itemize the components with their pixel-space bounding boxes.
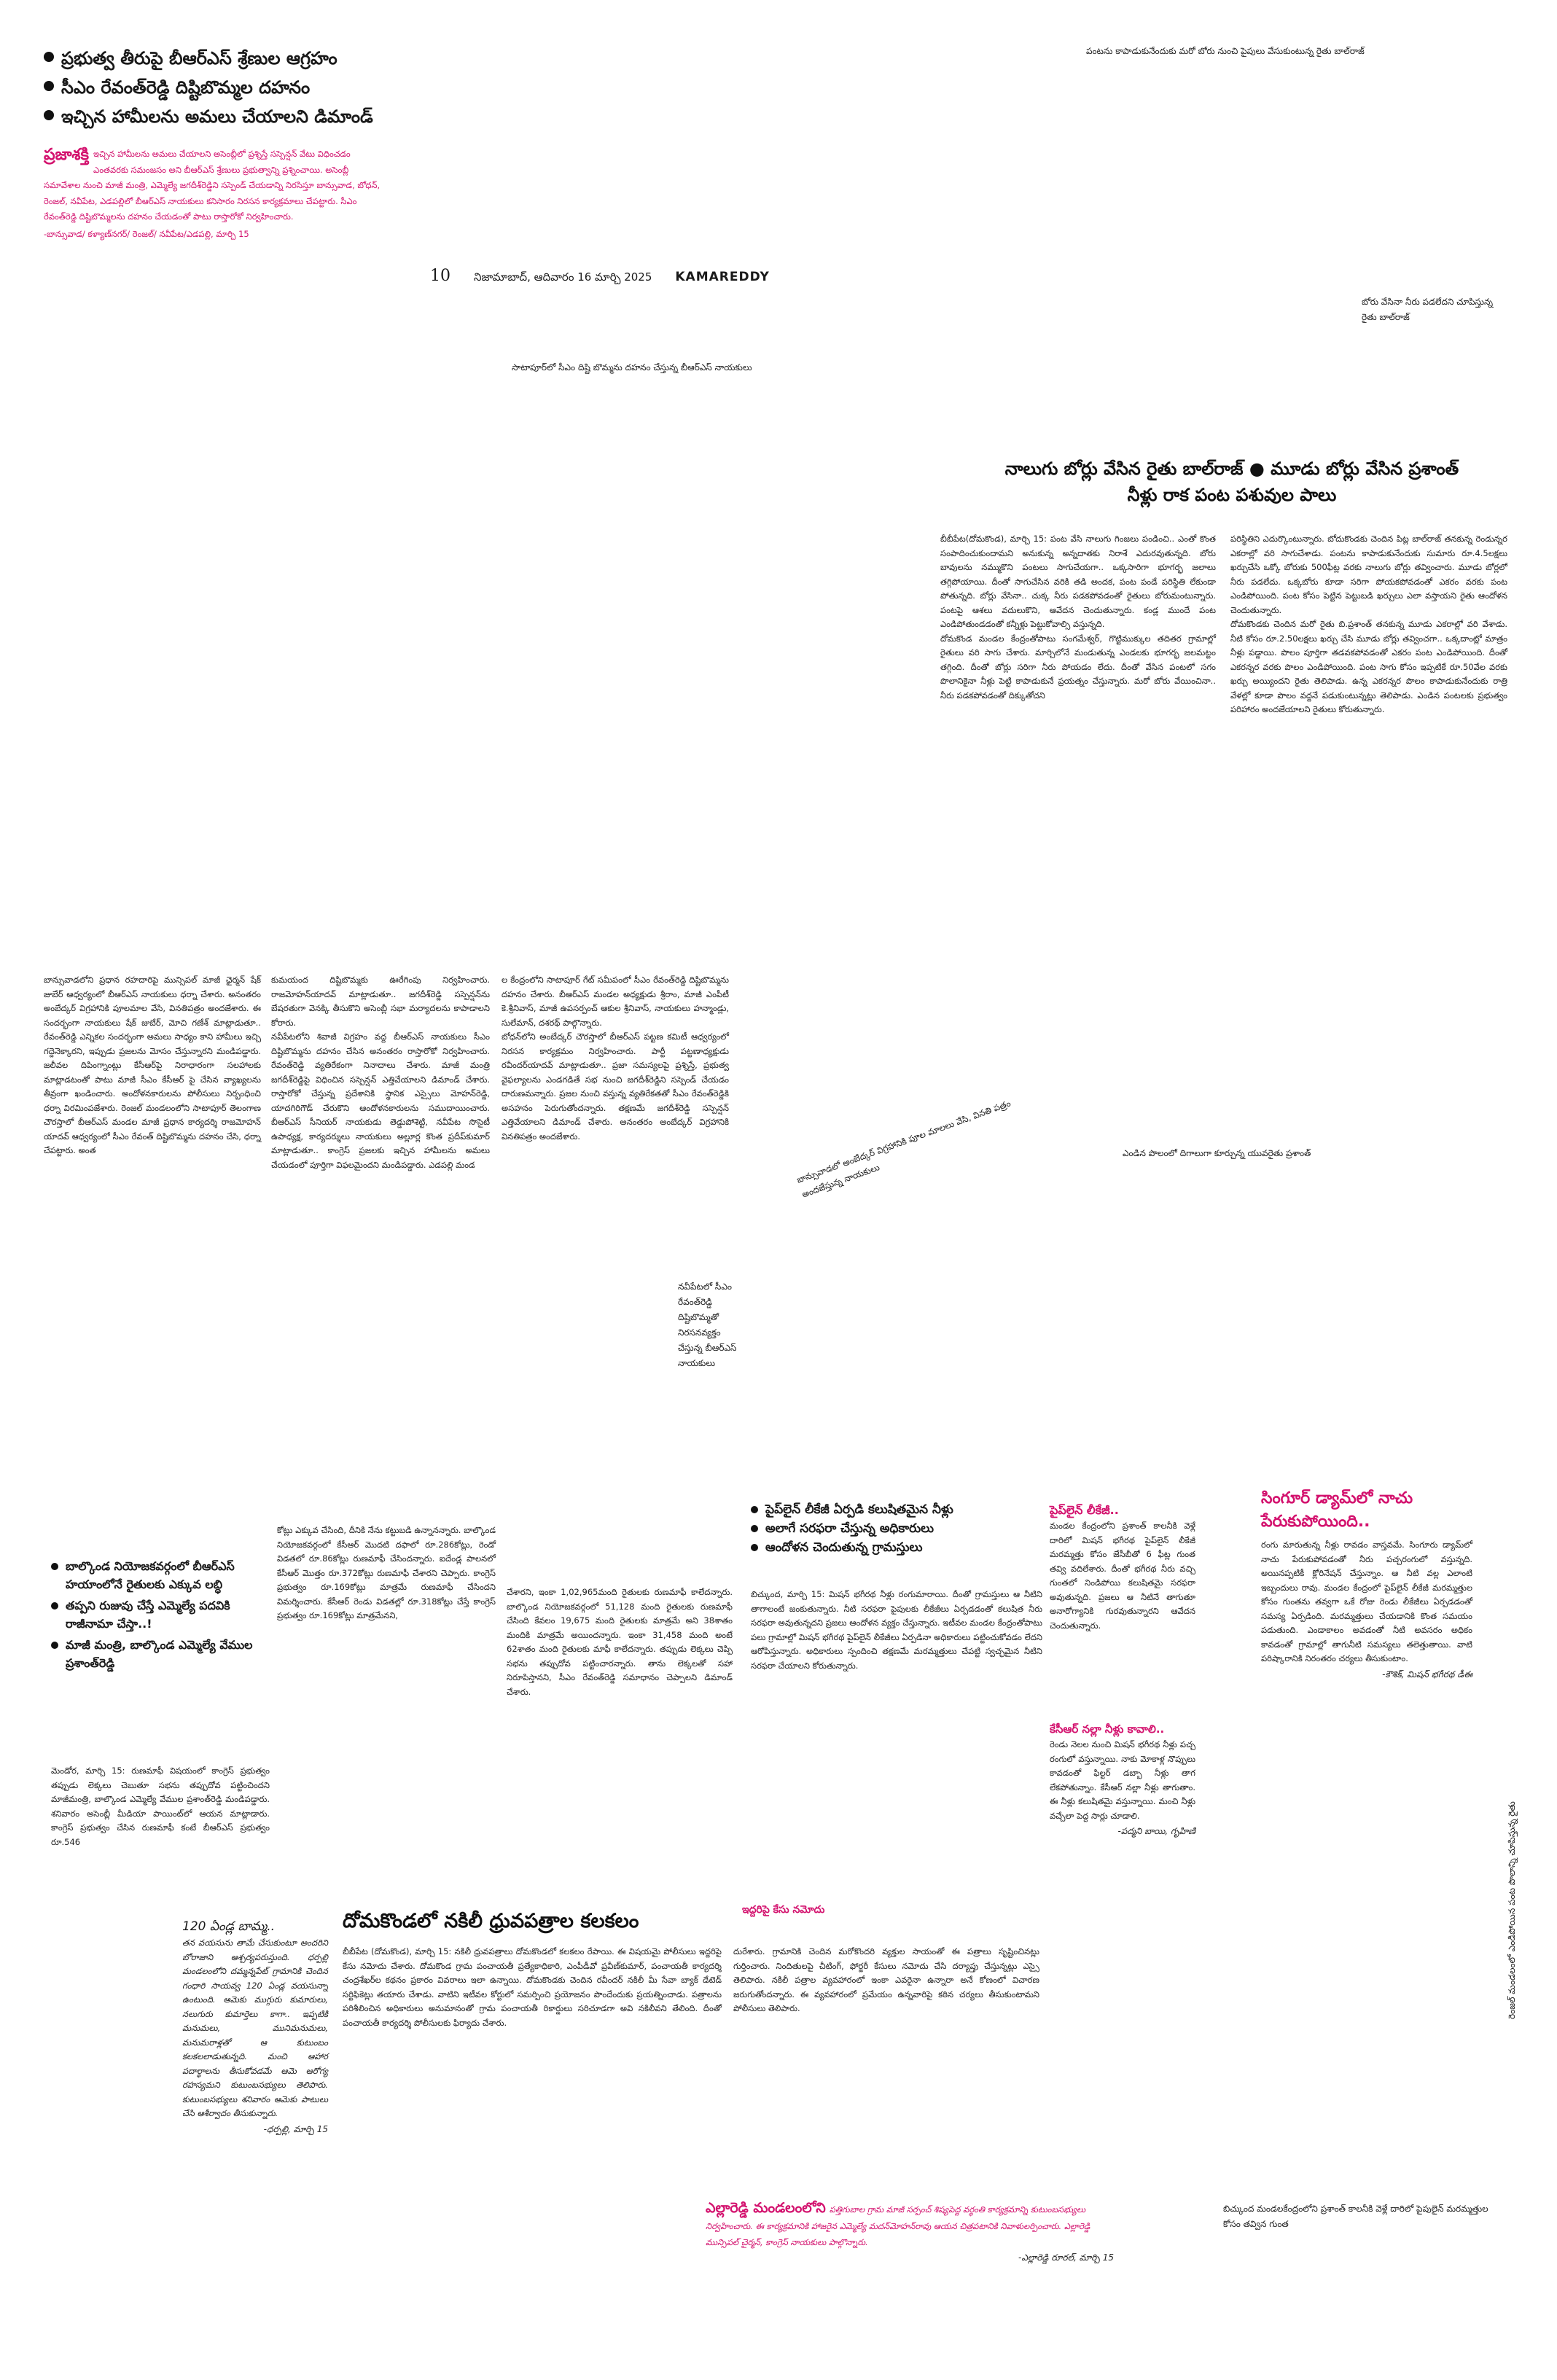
bullet-icon [51,1563,58,1570]
dateline: నిజామాబాద్, ఆదివారం 16 మార్చి 2025 [474,270,652,284]
subheadline: నీళ్లు రాక పంట పశువుల పాలు [1127,485,1337,505]
bullet-item: పైప్‌లైన్ లీకేజీ ఏర్పడి కలుషితమైన నీళ్లు [751,1500,1093,1519]
article-column: బాన్సువాడలోని ప్రధాన రహదారిపై మున్సిపల్ … [44,975,264,1155]
yellareddy-headline: ఎల్లారెడ్డి మండలంలోని [706,2200,826,2216]
bullet-item: అలాగే సరఫరా చేస్తున్న అధికారులు [751,1519,1093,1538]
article-column: ల కేంద్రంలోని సాటాపూర్ గేట్ సమీపంలో సీఎం… [502,975,730,1142]
bullet-text: ఆందోళన చెందుతున్న గ్రామస్తులు [765,1540,923,1555]
grandma-headline: 120 ఏండ్ల బామ్మ.. [182,1919,276,1934]
side-headline: పైప్‌లైన్ లీకేజీ.. [1050,1503,1119,1517]
yellareddy-text: పత్తిగుబాల గ్రామ మాజీ సర్పంచ్ శిష్యపెద్ద… [706,2204,1090,2247]
bullet-icon [51,1642,58,1649]
bullet-item: బాల్కొండ నియోజకవర్గంలో బీఆర్ఎస్ హయాంలోనే… [51,1557,270,1593]
article-column: కుమయంద దిష్టిబొమ్మకు ఊరేగింపు నిర్వహించా… [271,975,490,1170]
article-column: కోట్లు ఎక్కువ చేసింది, దీనికి నేను కట్టు… [277,1525,499,1620]
headline-part: నాలుగు బోర్లు వేసిన రైతు బాల్‌రాజ్ [1004,459,1244,479]
grandma-story: 120 ఏండ్ల బామ్మ.. తన వయసును తామే చేసుకుం… [182,1917,328,2137]
bullet-item: ఇచ్చిన హామీలను అమలు చేయాలని డిమాండ్ [44,104,423,130]
singur-headline: సింగూర్ డ్యామ్‌లో నాచు పేరుకుపోయింది.. [1261,1489,1413,1531]
yellareddy-story: ఎల్లారెడ్డి మండలంలోని పత్తిగుబాల గ్రామ మ… [706,2198,1114,2265]
bullet-text: తప్పని రుజువు చేస్తే ఎమ్మెల్యే పదవికి రా… [66,1599,230,1631]
bullet-item: ఆందోళన చెందుతున్న గ్రామస్తులు [751,1538,1093,1557]
bullet-text: అలాగే సరఫరా చేస్తున్న అధికారులు [765,1521,934,1536]
edition-name: KAMAREDDY [675,270,770,284]
singur-text: రంగు మారుతున్న నీళ్లు రావడం వాస్తవమే. సి… [1261,1540,1475,1663]
bullet-item: తప్పని రుజువు చేస్తే ఎమ్మెల్యే పదవికి రా… [51,1596,270,1633]
article-column: చేశారని, ఇంకా 1,02,965మంది రైతులకు రుణమా… [507,1587,735,1697]
bullet-text: సీఎం రేవంత్‌రెడ్డి దిష్టిబొమ్మల దహనం [61,77,311,98]
photo-caption: నవీపేటలో సీఎం రేవంత్‌రెడ్డి దిష్టిబొమ్మత… [678,1281,737,1368]
article-column: బీబీపేట (దోమకొండ), మార్చి 15: నకిలీ ధ్రు… [343,1946,725,2028]
page-header: 10 నిజామాబాద్, ఆదివారం 16 మార్చి 2025 KA… [430,267,809,286]
bullet-text: ప్రభుత్వ తీరుపై బీఆర్ఎస్ శ్రేణుల ఆగ్రహం [61,48,337,69]
singur-credit: -కౌశిక్, మిషన్ భగీరథ డీఈ [1382,1669,1472,1679]
bullet-icon [751,1544,758,1551]
side-text: మండల కేంద్రంలోని ప్రశాంత్ కాలనీకి వెళ్లే… [1050,1521,1198,1631]
photo-caption-rotated: బాన్సువాడలో అంబేద్కర్ విగ్రహానికి పూల మా… [795,1098,1012,1200]
bullet-icon [751,1525,758,1532]
story-credit: -బాన్సువాడ/ కళ్యాణ్‌నగర్/ రెంజల్/ నవీపేట… [44,228,249,239]
grandma-credit: -ధర్పల్లి, మార్చి 15 [263,2123,328,2134]
article-column: పరిస్థితిని ఎదుర్కొంటున్నారు. బోదుకొండకు… [1230,534,1507,714]
page-number: 10 [430,267,450,285]
photo-caption: బిచ్కుంద మండలకేంద్రంలోని ప్రశాంత్ కాలనీక… [1223,2204,1488,2229]
photo-caption: బోరు వేసినా నీరు పడలేదని చూపిస్తున్న రైత… [1362,297,1494,322]
bullet-item: సీఎం రేవంత్‌రెడ్డి దిష్టిబొమ్మల దహనం [44,74,423,101]
story-body: ఇచ్చిన హామీలను అమలు చేయాలని అసెంబ్లీలో ప… [44,149,381,222]
quote-headline: కేసీఆర్ నల్లా నీళ్లు కావాలి.. [1050,1722,1165,1736]
bullet-icon [44,81,54,91]
article-column: దురేశారు. గ్రామానికి చెందిన మరోకొందరి వ్… [733,1946,1042,2013]
article-column: మెండోర, మార్చి 15: రుణమాఫీ విషయంలో కాంగ్… [51,1766,273,1847]
bullet-icon [44,110,54,120]
article-column: బిచ్కుంద, మార్చి 15: మిషన్ భగీరథ నీళ్లు … [751,1589,1045,1671]
top-bullets: ప్రభుత్వ తీరుపై బీఆర్ఎస్ శ్రేణుల ఆగ్రహం … [44,45,423,130]
bullet-icon [51,1602,58,1610]
top-story: ప్రజాశక్తి ఇచ్చిన హామీలను అమలు చేయాలని అ… [44,146,386,241]
grandma-text: తన వయసును తామే చేసుకుంటూ అందరిని బోరాజాన… [182,1938,331,2118]
pipeline-side-box: పైప్‌లైన్ లీకేజీ.. మండల కేంద్రంలోని ప్రశ… [1050,1502,1195,1633]
photo-caption: ఎండిన పొలంలో దిగాలుగా కూర్చున్న యువరైతు … [1123,1148,1311,1158]
yellareddy-credit: -ఎల్లారెడ్డి రూరల్, మార్చి 15 [1018,2252,1114,2263]
photo-caption: పంటను కాపాడుకునేందుకు మరో బోరు నుంచి పైప… [1086,46,1365,56]
bullet-text: బాల్కొండ నియోజకవర్గంలో బీఆర్ఎస్ హయాంలోనే… [66,1559,235,1591]
article-column: బీబీపేట(దోమకొండ), మార్చి 15: పంట వేసి నా… [940,534,1216,701]
quote-credit: -పద్మని బాయి, గృహిణి [1117,1826,1195,1836]
bullet-icon [751,1506,758,1513]
quote-text: రెండు నెలల నుంచి మిషన్ భగీరథ నీళ్లు పచ్చ… [1050,1739,1198,1821]
headline-part: మూడు బోర్లు వేసిన ప్రశాంత్ [1271,459,1459,479]
bullet-item: ప్రభుత్వ తీరుపై బీఆర్ఎస్ శ్రేణుల ఆగ్రహం [44,45,423,71]
pipeline-bullets: పైప్‌లైన్ లీకేజీ ఏర్పడి కలుషితమైన నీళ్లు… [751,1500,1093,1557]
photo-caption-rotated: రెంజల్ మండలంలో ఎండిపోయిన పంట పొలాన్ని చూ… [1507,1801,1517,2019]
bullet-text: మాజీ మంత్రి, బాల్కొండ ఎమ్మెల్యే వేముల ప్… [66,1638,253,1670]
headline-separator: ● [1249,459,1265,479]
domakonda-subheadline: ఇద్దరిపై కేసు నమోదు [742,1904,825,1916]
domakonda-headline: దోమకొండలో నకిలీ ధ్రువపత్రాల కలకలం [343,1910,639,1932]
bullet-item: మాజీ మంత్రి, బాల్కొండ ఎమ్మెల్యే వేముల ప్… [51,1636,270,1672]
singur-box: సింగూర్ డ్యామ్‌లో నాచు పేరుకుపోయింది.. ర… [1261,1487,1472,1682]
quote-box: కేసీఆర్ నల్లా నీళ్లు కావాలి.. రెండు నెలల… [1050,1720,1195,1838]
bullet-text: ఇచ్చిన హామీలను అమలు చేయాలని డిమాండ్ [61,106,373,127]
bullet-text: పైప్‌లైన్ లీకేజీ ఏర్పడి కలుషితమైన నీళ్లు [765,1502,953,1517]
bullet-icon [44,52,54,62]
balkonda-bullets: బాల్కొండ నియోజకవర్గంలో బీఆర్ఎస్ హయాంలోనే… [51,1557,270,1672]
story-lead-word: ప్రజాశక్తి [44,146,90,164]
bore-headline: నాలుగు బోర్లు వేసిన రైతు బాల్‌రాజ్ ● మూడ… [955,456,1509,508]
photo-caption: సాటాపూర్‌లో సీఎం దిష్టి బొమ్మను దహనం చేస… [512,362,752,372]
